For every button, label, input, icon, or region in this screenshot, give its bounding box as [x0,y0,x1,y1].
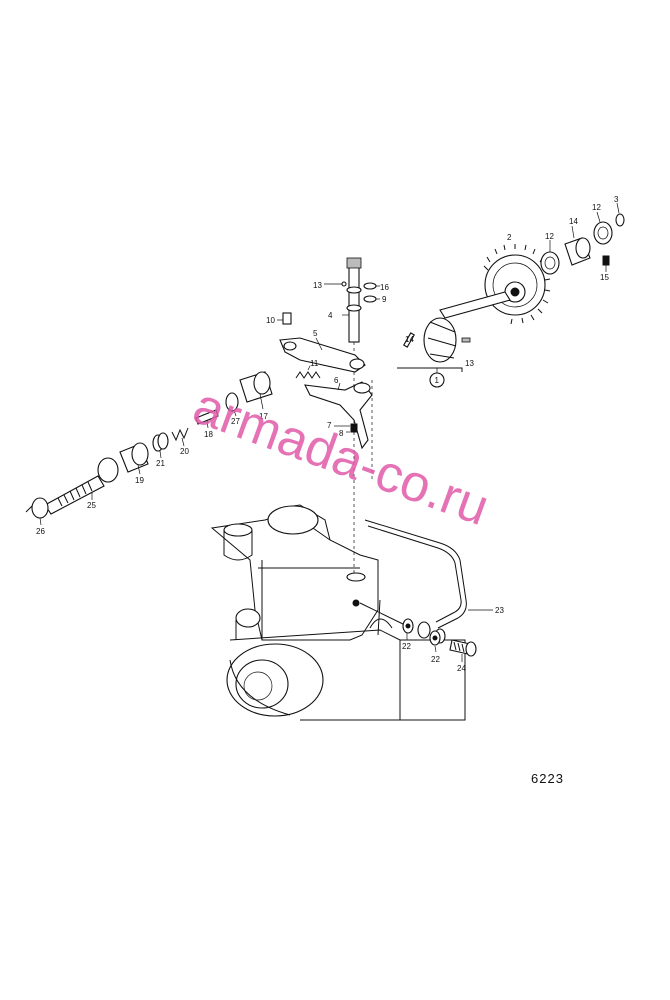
washer-part-9 [363,295,380,303]
circlip-part-3 [615,202,625,227]
callout-3: 3 [614,195,619,204]
bolt-part-24 [449,639,477,662]
spring-part-20 [171,427,189,447]
callout-2: 2 [507,233,512,242]
callout-21: 21 [156,459,165,468]
callout-10: 10 [266,316,275,325]
callout-17: 17 [259,412,268,421]
sleeve-part-17 [239,371,273,410]
spindle-part-4 [324,257,362,343]
callout-24: 24 [457,664,466,673]
sleeve-part-14 [564,225,591,266]
callout-14-shaft: 14 [405,335,414,344]
callout-26: 26 [36,527,45,536]
ring-part-21 [152,432,169,459]
callout-6: 6 [334,376,339,385]
callout-23: 23 [495,606,504,615]
callout-13-lower: 13 [465,359,474,368]
callout-18: 18 [204,430,213,439]
callout-4: 4 [328,311,333,320]
engine-housing [210,504,466,721]
pin-part-18 [195,409,219,429]
assembly-guide-lines [353,330,373,575]
gear-part-2 [483,244,551,325]
callout-22-right: 22 [431,655,440,664]
ring-part-27 [225,392,239,417]
pipe-assembly [359,519,493,629]
knob-part-26 [25,497,49,526]
washer-part-22-left [402,618,414,640]
bushing-part-10 [277,312,292,325]
lever-part-5 [279,337,366,373]
washer-part-22-right [429,630,441,653]
callout-27: 27 [231,417,240,426]
callout-1: 1 [435,376,440,385]
callout-5: 5 [313,329,318,338]
callout-labels: 2 3 4 5 6 7 8 9 10 11 12 12 13 13 14 14 … [36,195,619,673]
callout-22-left: 22 [402,642,411,651]
shaft-part-25 [44,457,119,515]
screw-part-7-8 [334,423,358,433]
callout-13-upper: 13 [313,281,322,290]
callout-9: 9 [382,295,387,304]
spring-part-11 [295,365,321,379]
shift-fork-part-6 [304,381,373,450]
callout-8: 8 [339,429,344,438]
callout-25: 25 [87,501,96,510]
callout-11: 11 [310,359,319,368]
callout-12-left: 12 [545,232,554,241]
callout-14-sleeve: 14 [569,217,578,226]
bearing-part-12-left [540,240,560,275]
screw-part-15 [602,255,610,272]
bearing-part-12-right [593,211,613,245]
callout-7: 7 [327,421,332,430]
callout-20: 20 [180,447,189,456]
callout-19: 19 [135,476,144,485]
callout-16: 16 [380,283,389,292]
shaft-part-1: 1 [397,291,511,388]
callout-12-right: 12 [592,203,601,212]
figure-number: 6223 [531,771,564,786]
circlip-part-16 [363,282,380,290]
callout-15: 15 [600,273,609,282]
sleeve-part-19 [119,442,149,475]
